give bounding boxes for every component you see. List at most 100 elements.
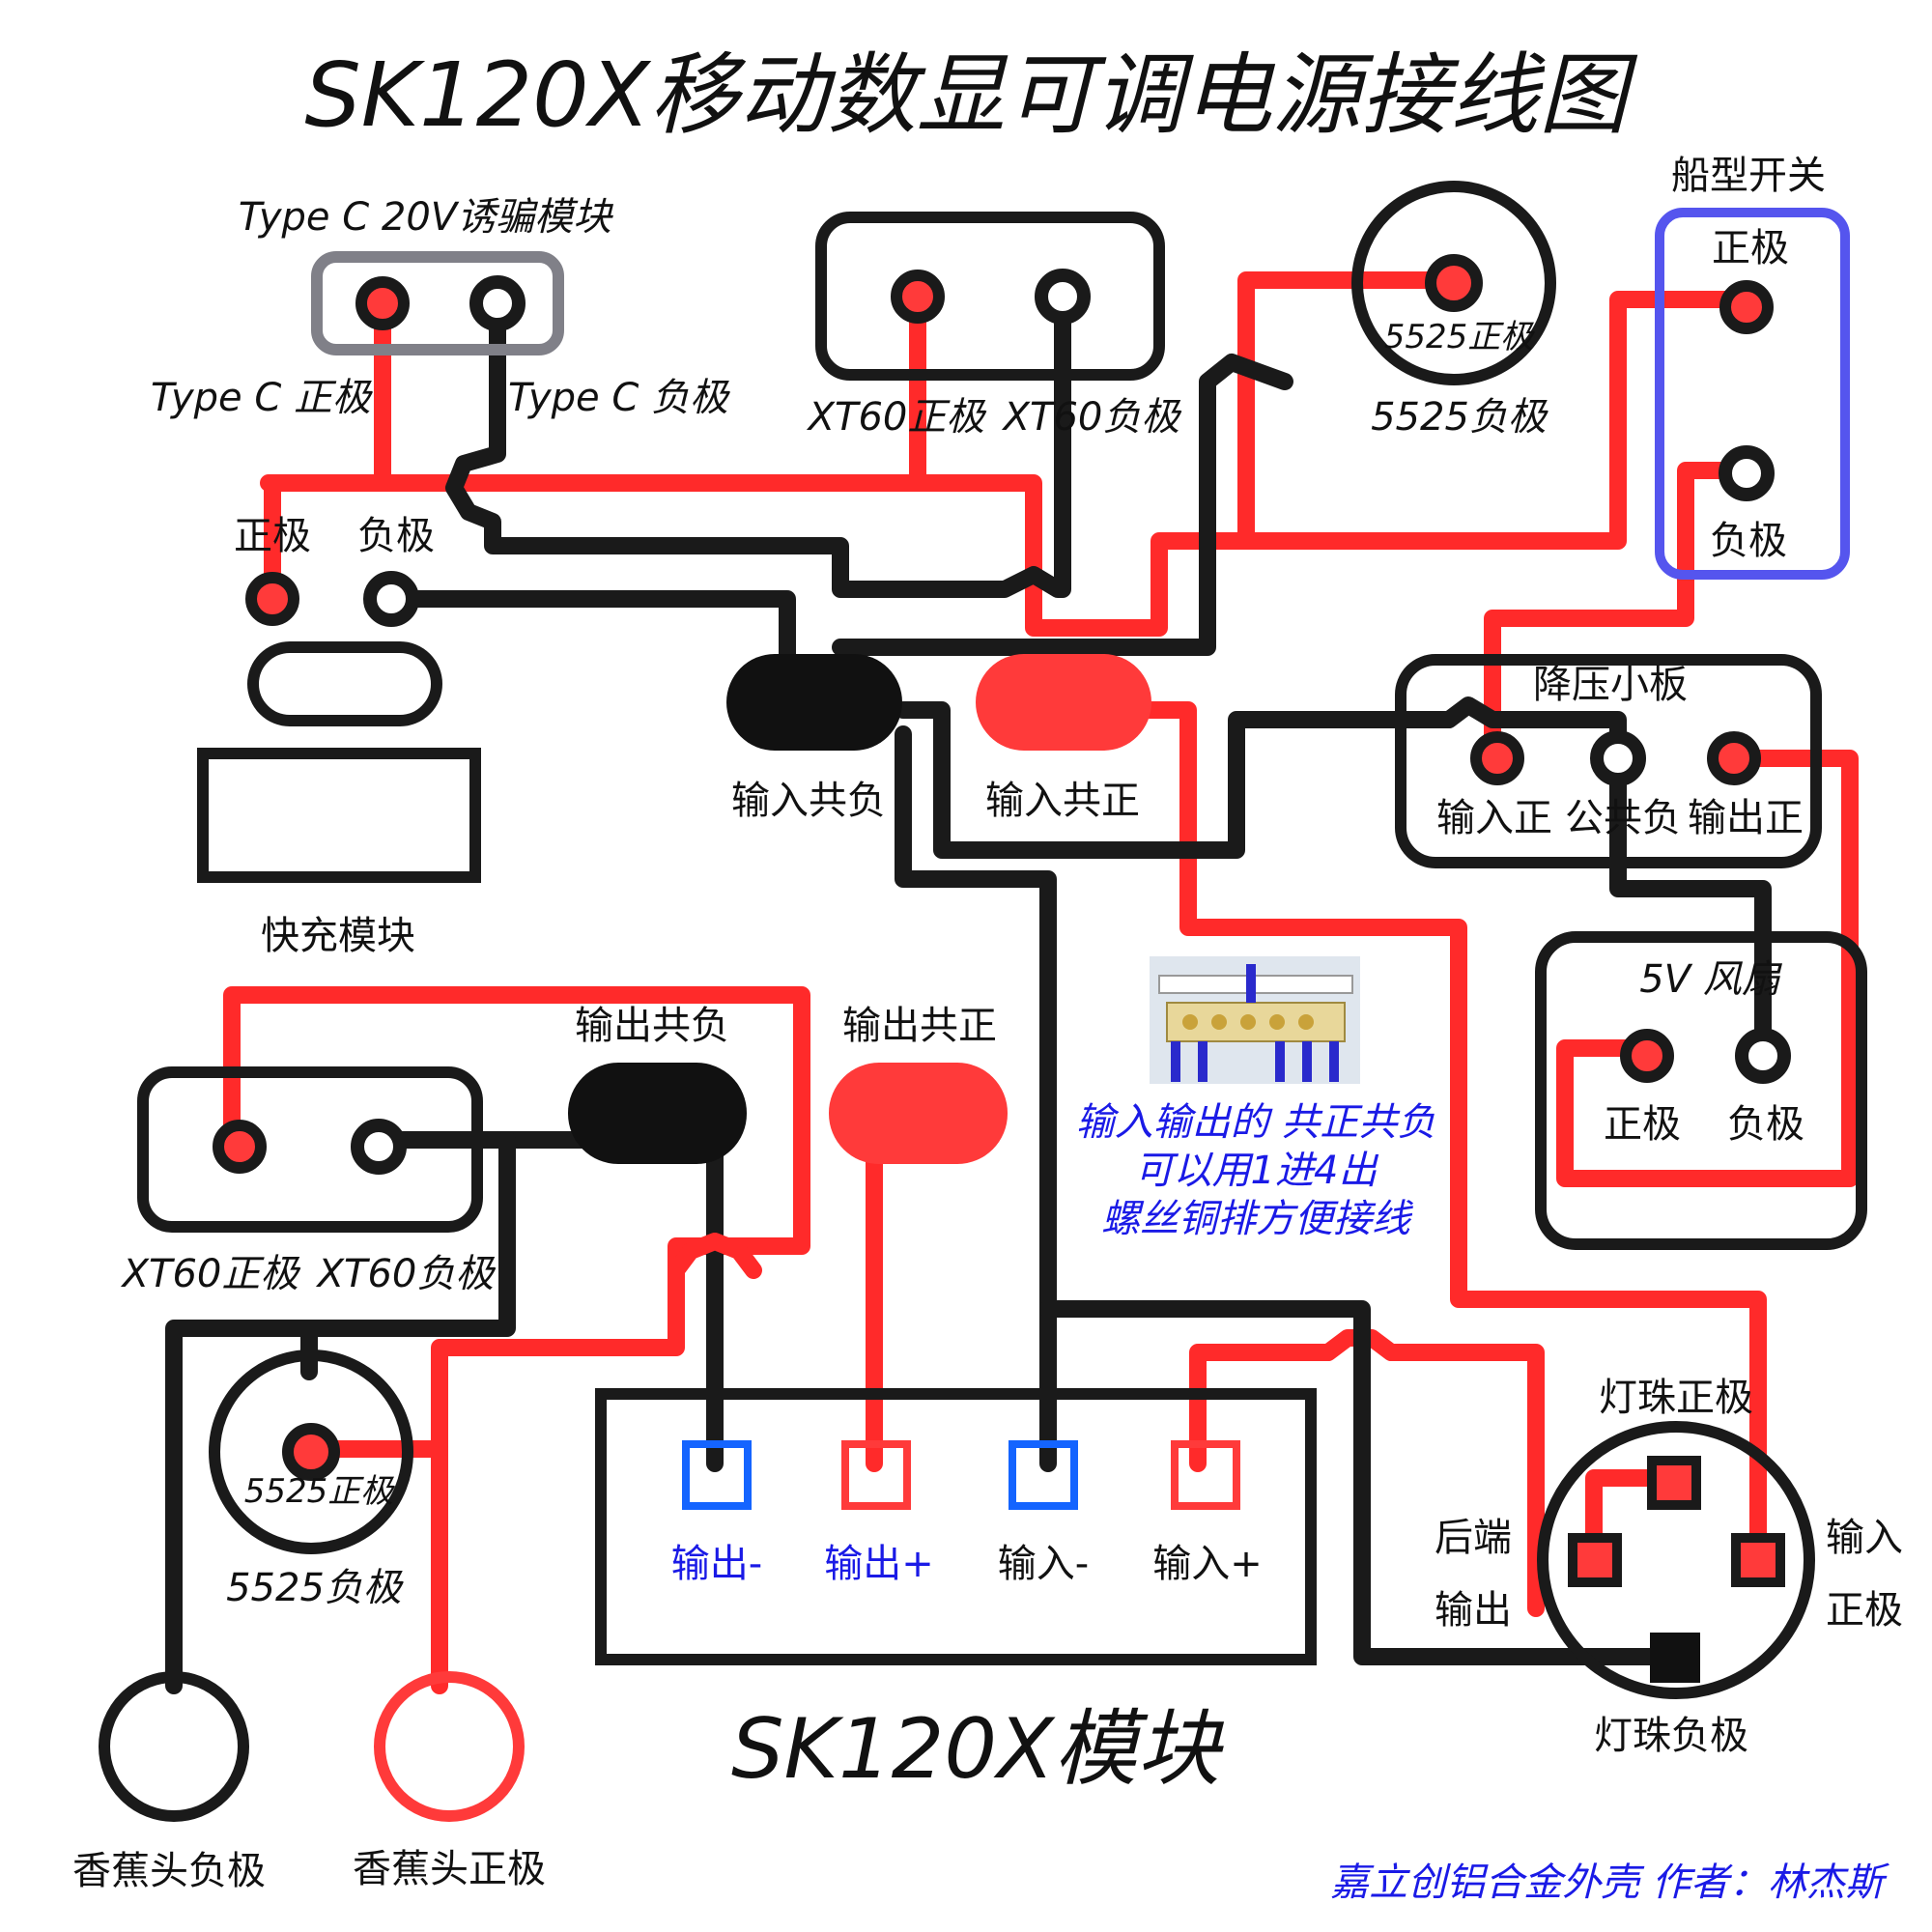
note-line-2: 可以用1进4出 [1135, 1149, 1379, 1193]
input-common-negative-pad [726, 654, 902, 751]
switch-neg-label: 负极 [1710, 519, 1787, 563]
lamp-positive-label: 正极 [1826, 1588, 1903, 1633]
banana-neg-label: 香蕉头负极 [72, 1849, 266, 1893]
buck-frame [1395, 654, 1822, 868]
switch-frame [1655, 208, 1850, 580]
buck-heading: 降压小板 [1533, 663, 1688, 707]
banana-neg-jack [99, 1671, 249, 1822]
lamp-output-label: 输出 [1435, 1588, 1512, 1633]
note-line-3: 螺丝铜排方便接线 [1101, 1197, 1414, 1241]
xt60-output-pos-terminal [213, 1120, 267, 1174]
xt60-input-frame [815, 212, 1165, 381]
input-common-positive-pad [976, 654, 1151, 751]
fast-charge-neg-label: 负极 [357, 514, 435, 558]
lamp-pos-label: 灯珠正极 [1599, 1376, 1753, 1420]
switch-pos-label: 正极 [1712, 226, 1789, 270]
note-line-1: 输入输出的 共正共负 [1076, 1100, 1436, 1145]
fan-frame [1535, 931, 1867, 1250]
xt60-output-pos-label: XT60正极 [121, 1252, 302, 1296]
sk120x-body [595, 1388, 1317, 1665]
xt60-output-frame [137, 1066, 483, 1233]
xt60-output: XT60正极 XT60负极 [121, 1066, 497, 1296]
sk120x-in-pos-label: 输入+ [1152, 1542, 1263, 1586]
buck-converter: 降压小板 输入正 公共负 输出正 [1395, 654, 1822, 868]
lamp-input-label: 输入 [1826, 1516, 1903, 1560]
dc5525-output-ring [209, 1350, 413, 1554]
buck-out-pos-label: 输出正 [1688, 796, 1804, 840]
buck-common-neg-label: 公共负 [1565, 796, 1681, 840]
dc5525-input-neg-label: 5525负极 [1371, 395, 1549, 440]
sk120x-in-pos-port [1171, 1440, 1240, 1510]
dc5525-input: 5525正极 5525负极 [1351, 181, 1556, 440]
fan-neg-label: 负极 [1727, 1102, 1804, 1147]
xt60-input-neg-terminal [1035, 269, 1091, 325]
fast-charge-module: 正极 负极 快充模块 [197, 514, 481, 958]
lamp-socket: 灯珠正极 后端 输出 输入 正极 灯珠负极 [1435, 1376, 1903, 1758]
typec-neg-label: Type C 负极 [508, 376, 731, 420]
buck-common-neg-terminal [1590, 730, 1646, 786]
switch-pos-terminal [1719, 280, 1774, 334]
buck-in-pos-terminal [1470, 731, 1524, 785]
switch-heading: 船型开关 [1671, 154, 1826, 198]
fan-neg-terminal [1735, 1028, 1791, 1084]
input-common-negative-label: 输入共负 [731, 779, 886, 823]
xt60-output-neg-terminal [351, 1119, 407, 1175]
sk120x-out-neg-label: 输出- [671, 1542, 762, 1586]
dc5525-input-pos-terminal [1425, 254, 1483, 312]
fast-charge-name: 快充模块 [261, 914, 415, 958]
xt60-output-neg-label: XT60负极 [316, 1252, 497, 1296]
dc5525-output-neg-label: 5525负极 [226, 1566, 405, 1610]
input-common-positive-label: 输入共正 [985, 779, 1140, 823]
lamp-left-pin [1568, 1533, 1622, 1587]
xt60-input-neg-label: XT60负极 [1002, 395, 1183, 440]
output-common-negative-pad [568, 1063, 747, 1164]
fast-charge-pos-label: 正极 [234, 514, 311, 558]
banana-jacks: 香蕉头负极 香蕉头正极 [72, 1671, 546, 1893]
sk120x-module: 输出- 输出+ 输入- 输入+ SK120X模块 [595, 1388, 1317, 1798]
xt60-input-pos-terminal [891, 270, 945, 324]
typec-pos-terminal [355, 276, 410, 330]
fast-charge-usb-port [247, 641, 442, 726]
switch-neg-terminal [1719, 445, 1775, 501]
output-bus: 输出共负 输出共正 [568, 1004, 1008, 1164]
sk120x-out-neg-port [682, 1440, 752, 1510]
lamp-bottom-pin [1650, 1633, 1700, 1683]
output-common-negative-label: 输出共负 [575, 1004, 729, 1048]
sk120x-module-title: SK120X模块 [731, 1701, 1225, 1798]
xt60-input-pos-label: XT60正极 [807, 395, 988, 440]
output-common-positive-label: 输出共正 [842, 1004, 997, 1048]
dc5525-output-pos-label: 5525正极 [244, 1472, 396, 1511]
bus-note: 输入输出的 共正共负 可以用1进4出 螺丝铜排方便接线 [1076, 1100, 1436, 1241]
typec-heading: Type C 20V诱骗模块 [239, 195, 613, 240]
banana-pos-jack [374, 1671, 525, 1822]
sk120x-in-neg-label: 输入- [998, 1542, 1089, 1586]
dc5525-output-pos-terminal [282, 1423, 340, 1481]
fan-5v: 5V 风扇 正极 负极 [1535, 931, 1867, 1250]
input-bus: 输入共负 输入共正 [726, 654, 1151, 823]
negative-wires [165, 286, 1772, 1694]
sk120x-out-pos-port [841, 1440, 911, 1510]
buck-out-pos-terminal [1707, 731, 1761, 785]
lamp-neg-label: 灯珠负极 [1594, 1714, 1748, 1758]
dc5525-input-pos-label: 5525正极 [1384, 318, 1536, 356]
fast-charge-neg-terminal [363, 571, 419, 627]
page-title: SK120X移动数显可调电源接线图 [304, 43, 1637, 147]
banana-pos-label: 香蕉头正极 [353, 1847, 546, 1891]
rocker-switch: 船型开关 正极 负极 [1655, 154, 1850, 580]
buck-in-pos-label: 输入正 [1436, 796, 1552, 840]
typec-pos-label: Type C 正极 [151, 376, 374, 420]
sk120x-in-neg-port [1009, 1440, 1078, 1510]
fan-pos-terminal [1620, 1029, 1674, 1083]
typec-frame [311, 251, 564, 355]
lamp-top-pin [1647, 1456, 1701, 1510]
typec-neg-terminal [469, 275, 526, 331]
dc5525-input-ring [1351, 181, 1556, 385]
fast-charge-pos-terminal [245, 572, 299, 626]
lamp-ring [1537, 1421, 1815, 1699]
typec-decoy-module: Type C 20V诱骗模块 Type C 正极 Type C 负极 [151, 195, 731, 420]
sk120x-out-pos-label: 输出+ [824, 1542, 934, 1586]
credit-line: 嘉立创铝合金外壳 作者：林杰斯 [1330, 1861, 1889, 1905]
fan-pos-label: 正极 [1604, 1102, 1681, 1147]
xt60-input: XT60正极 XT60负极 [807, 212, 1183, 440]
